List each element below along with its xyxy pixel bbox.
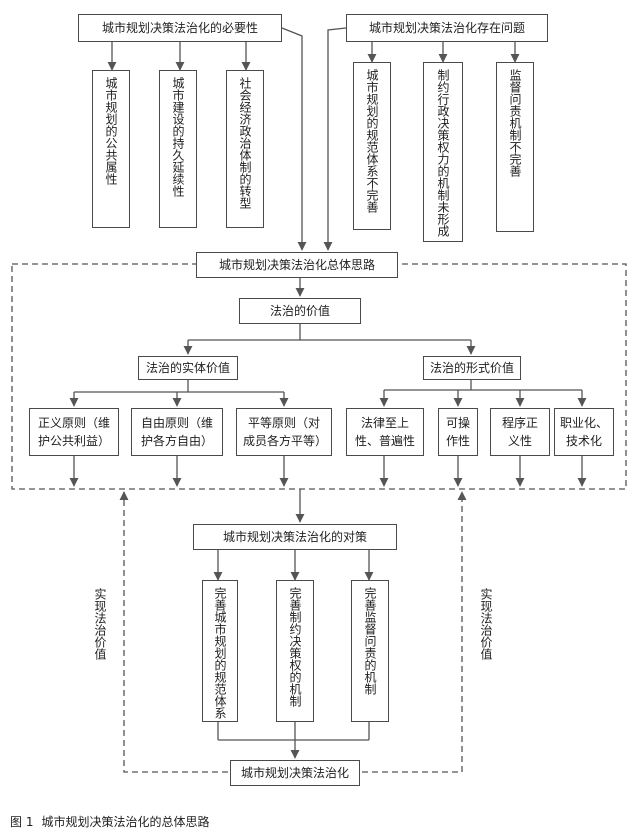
side-label-left: 实现法治价值 bbox=[93, 588, 107, 660]
formal-item-4: 职业化、技术化 bbox=[554, 408, 614, 456]
caption-number: 图 1 bbox=[10, 815, 34, 829]
formal-item-1-label: 法律至上性、普遍性 bbox=[354, 416, 415, 448]
problems-item-3: 监督问责机制不完善 bbox=[496, 62, 534, 232]
substantive-title: 法治的实体价值 bbox=[145, 361, 230, 375]
countermeasures-box: 城市规划决策法治化的对策 bbox=[193, 524, 397, 550]
problems-box: 城市规划决策法治化存在问题 bbox=[346, 14, 548, 42]
necessity-item-3-label: 社会经济政治体制的转型 bbox=[238, 77, 252, 209]
countermeasures-item-1: 完善城市规划的规范体系 bbox=[202, 580, 238, 722]
necessity-item-2-label: 城市建设的持久延续性 bbox=[171, 77, 185, 197]
necessity-item-3: 社会经济政治体制的转型 bbox=[226, 70, 264, 228]
formal-title: 法治的形式价值 bbox=[429, 361, 514, 375]
necessity-item-1: 城市规划的公共属性 bbox=[92, 70, 130, 228]
substantive-item-3: 平等原则（对成员各方平等） bbox=[236, 408, 332, 456]
problems-title: 城市规划决策法治化存在问题 bbox=[368, 21, 525, 35]
final-title: 城市规划决策法治化 bbox=[240, 766, 349, 780]
formal-box: 法治的形式价值 bbox=[423, 356, 521, 380]
formal-item-1: 法律至上性、普遍性 bbox=[346, 408, 424, 456]
value-box: 法治的价值 bbox=[239, 298, 361, 324]
problems-item-3-label: 监督问责机制不完善 bbox=[508, 69, 522, 177]
formal-item-2: 可操作性 bbox=[438, 408, 478, 456]
countermeasures-item-1-label: 完善城市规划的规范体系 bbox=[213, 587, 227, 719]
countermeasures-title: 城市规划决策法治化的对策 bbox=[222, 530, 367, 544]
problems-item-1-label: 城市规划的规范体系不完善 bbox=[365, 69, 379, 213]
caption-text: 城市规划决策法治化的总体思路 bbox=[41, 815, 210, 829]
dashed-frame bbox=[11, 263, 627, 490]
formal-item-3-label: 程序正义性 bbox=[501, 416, 538, 448]
countermeasures-item-2: 完善制约决策权的机制 bbox=[276, 580, 314, 722]
value-title: 法治的价值 bbox=[269, 304, 330, 318]
problems-item-2-label: 制约行政决策权力的机制未形成 bbox=[436, 69, 450, 237]
countermeasures-item-3: 完善监督问责的机制 bbox=[351, 580, 389, 722]
problems-item-1: 城市规划的规范体系不完善 bbox=[353, 62, 391, 230]
problems-item-2: 制约行政决策权力的机制未形成 bbox=[423, 62, 463, 242]
formal-item-4-label: 职业化、技术化 bbox=[559, 416, 608, 448]
figure-caption: 图 1 城市规划决策法治化的总体思路 bbox=[10, 813, 217, 830]
formal-item-2-label: 可操作性 bbox=[445, 416, 470, 448]
substantive-item-2-label: 自由原则（维护各方自由） bbox=[140, 416, 213, 448]
necessity-title: 城市规划决策法治化的必要性 bbox=[101, 21, 258, 35]
overall-box: 城市规划决策法治化总体思路 bbox=[196, 252, 398, 278]
overall-title: 城市规划决策法治化总体思路 bbox=[218, 258, 375, 272]
countermeasures-item-3-label: 完善监督问责的机制 bbox=[363, 587, 377, 695]
substantive-item-2: 自由原则（维护各方自由） bbox=[131, 408, 223, 456]
substantive-item-3-label: 平等原则（对成员各方平等） bbox=[243, 416, 328, 448]
final-box: 城市规划决策法治化 bbox=[230, 760, 360, 786]
substantive-box: 法治的实体价值 bbox=[138, 356, 238, 380]
side-label-right: 实现法治价值 bbox=[479, 588, 493, 660]
substantive-item-1: 正义原则（维护公共利益） bbox=[29, 408, 119, 456]
countermeasures-item-2-label: 完善制约决策权的机制 bbox=[288, 587, 302, 707]
formal-item-3: 程序正义性 bbox=[490, 408, 550, 456]
necessity-box: 城市规划决策法治化的必要性 bbox=[78, 14, 282, 42]
substantive-item-1-label: 正义原则（维护公共利益） bbox=[37, 416, 110, 448]
necessity-item-2: 城市建设的持久延续性 bbox=[159, 70, 197, 228]
necessity-item-1-label: 城市规划的公共属性 bbox=[104, 77, 118, 185]
